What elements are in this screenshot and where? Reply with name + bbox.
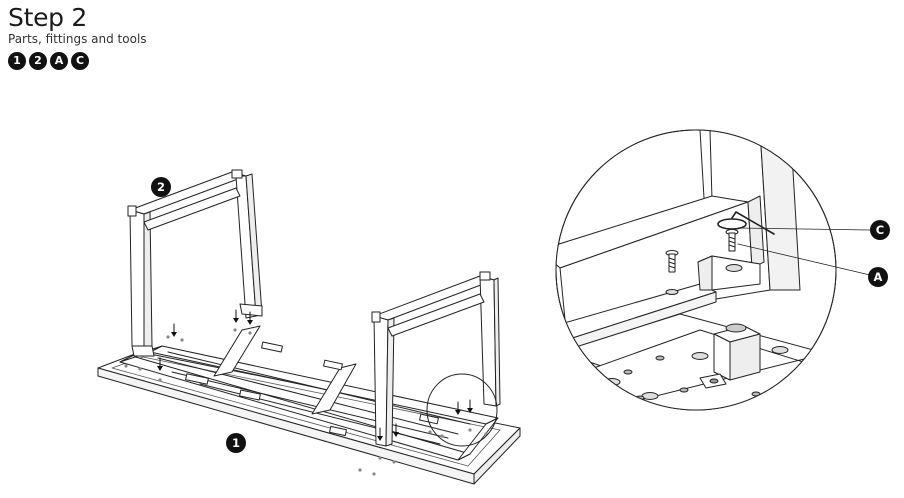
part-badge-c: C <box>71 52 89 70</box>
step-header: Step 2 Parts, fittings and tools 1 2 A C <box>8 4 147 70</box>
leg-frame-2-drawing <box>127 169 263 357</box>
detail-marker-circle <box>426 373 498 447</box>
frame-drawing <box>119 325 499 476</box>
step-subtitle: Parts, fittings and tools <box>8 32 147 46</box>
step-title: Step 2 <box>8 3 87 32</box>
hex-key-c <box>717 211 775 235</box>
part-badge-1: 1 <box>8 52 26 70</box>
callout-leg-frame-2: 2 <box>151 177 171 197</box>
part-badge-a: A <box>50 52 68 70</box>
bolt-a-left <box>665 250 679 273</box>
parts-badges: 1 2 A C <box>8 52 147 70</box>
callout-tabletop-1: 1 <box>226 433 246 453</box>
leg-frame-right-drawing <box>371 271 501 447</box>
bolt-arrows <box>157 309 473 441</box>
part-badge-2: 2 <box>29 52 47 70</box>
detail-view <box>555 129 871 411</box>
bolt-a-right <box>725 229 739 252</box>
callout-hex-key-c: C <box>870 220 890 240</box>
callout-bolt-a: A <box>868 267 888 287</box>
